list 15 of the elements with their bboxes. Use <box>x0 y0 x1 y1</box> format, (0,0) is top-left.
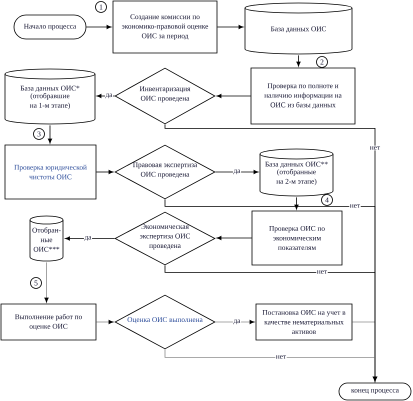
arrow <box>294 197 299 210</box>
arrow <box>164 349 378 382</box>
arrow <box>44 262 49 302</box>
arrow <box>216 94 251 98</box>
arrow <box>48 125 52 144</box>
arrow <box>96 170 114 174</box>
arrow <box>96 94 115 98</box>
arrow <box>296 55 301 66</box>
arrow <box>216 236 252 240</box>
arrow <box>65 236 115 241</box>
arrow <box>215 320 254 324</box>
arrow <box>217 24 244 30</box>
arrow <box>215 170 258 174</box>
arrow <box>96 320 114 324</box>
arrow <box>86 24 112 30</box>
